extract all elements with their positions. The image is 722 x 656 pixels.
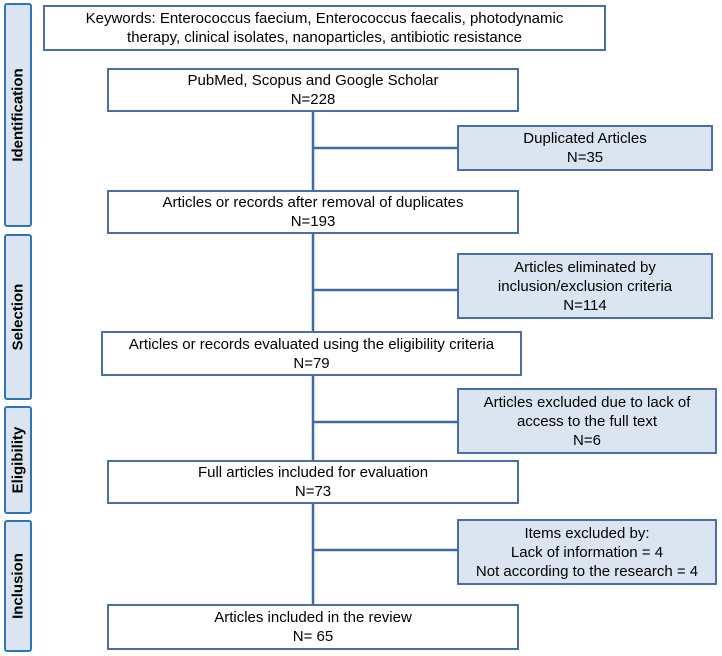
keywords-box: Keywords: Enterococcus faecium, Enteroco…	[43, 5, 606, 51]
side-box-duplicates: Duplicated Articles N=35	[457, 125, 713, 171]
box-full-articles: Full articles included for evaluation N=…	[107, 460, 519, 504]
phase-inclusion: Inclusion	[4, 520, 32, 652]
box-eligibility-evaluated-label: Articles or records evaluated using the …	[128, 335, 495, 353]
side-box-items-excluded: Items excluded by: Lack of information =…	[457, 519, 717, 585]
side-box-duplicates-line-2: N=35	[566, 149, 604, 166]
box-database-search-label: PubMed, Scopus and Google Scholar	[187, 72, 439, 89]
keywords-line-2: therapy, clinical isolates, nanoparticle…	[127, 29, 522, 46]
box-after-duplicates: Articles or records after removal of dup…	[107, 190, 519, 234]
box-full-articles-label: Full articles included for evaluation	[197, 464, 429, 481]
side-box-eliminated: Articles eliminated by inclusion/exclusi…	[457, 253, 713, 319]
side-box-items-excluded-line-2: Lack of information = 4	[510, 543, 664, 561]
box-after-duplicates-count: N=193	[290, 213, 336, 230]
box-included-review-count: N= 65	[292, 628, 334, 645]
side-box-no-access-line-2: access to the full text	[516, 412, 658, 430]
box-eligibility-evaluated-count: N=79	[293, 354, 330, 372]
side-box-eliminated-line-1: Articles eliminated by	[514, 258, 656, 276]
box-after-duplicates-label: Articles or records after removal of dup…	[162, 194, 464, 211]
box-eligibility-evaluated: Articles or records evaluated using the …	[101, 331, 522, 376]
side-box-eliminated-line-3: N=114	[563, 296, 607, 314]
side-box-no-access-line-1: Articles excluded due to lack of	[483, 393, 691, 411]
keywords-line-1: Keywords: Enterococcus faecium, Enteroco…	[85, 10, 564, 27]
box-included-review-label: Articles included in the review	[214, 609, 412, 626]
side-box-no-access-line-3: N=6	[573, 431, 601, 449]
side-box-no-access: Articles excluded due to lack of access …	[457, 388, 717, 454]
side-box-items-excluded-line-3: Not according to the research = 4	[475, 562, 699, 580]
box-database-search: PubMed, Scopus and Google Scholar N=228	[107, 68, 519, 112]
phase-eligibility: Eligibility	[4, 406, 32, 514]
side-box-eliminated-line-2: inclusion/exclusion criteria	[497, 277, 673, 295]
phase-selection: Selection	[4, 234, 32, 400]
box-database-search-count: N=228	[290, 91, 336, 108]
box-included-review: Articles included in the review N= 65	[107, 604, 519, 650]
phase-identification: Identification	[4, 3, 32, 227]
side-box-duplicates-line-1: Duplicated Articles	[523, 130, 647, 147]
side-box-items-excluded-line-1: Items excluded by:	[524, 524, 650, 542]
box-full-articles-count: N=73	[294, 483, 332, 500]
